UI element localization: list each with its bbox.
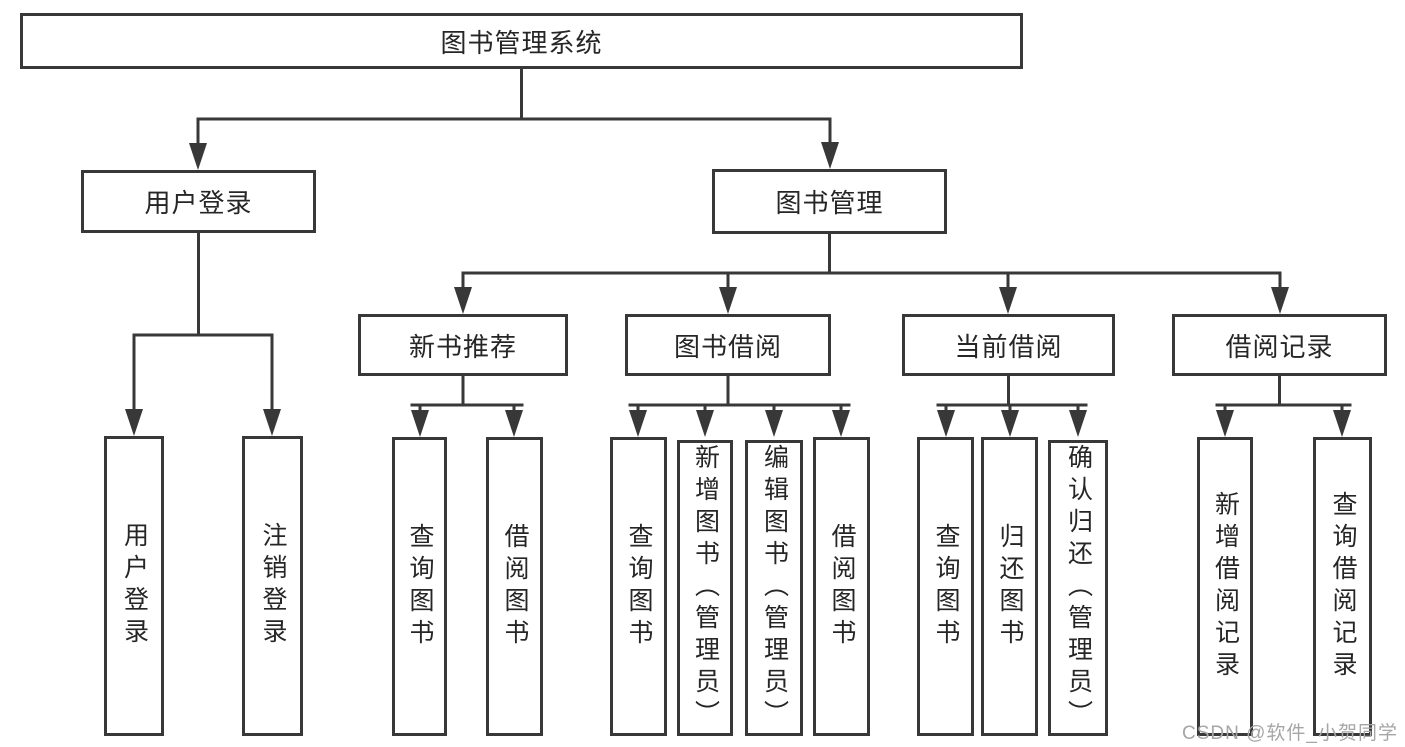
node-label: 借阅图书 [501, 522, 529, 651]
node-label: 查询借阅记录 [1329, 490, 1357, 683]
leaf-user-login: 用户登录 [104, 436, 164, 736]
leaf-borrow-add-books-admin: 新增图书（管理员） [677, 440, 733, 736]
connector-arrowheads [125, 142, 1351, 437]
node-label: 用户登录 [120, 522, 149, 650]
leaf-newbooks-borrow-books: 借阅图书 [486, 437, 543, 736]
node-label: 查询图书 [932, 522, 960, 651]
node-book-borrow: 图书借阅 [625, 314, 831, 376]
node-label: 编辑图书（管理员） [760, 444, 789, 732]
node-label: 查询图书 [625, 522, 653, 651]
node-new-book-recommend: 新书推荐 [358, 314, 568, 376]
node-label: 当前借阅 [954, 331, 1063, 362]
leaf-borrow-edit-books-admin: 编辑图书（管理员） [745, 440, 803, 736]
node-user-login: 用户登录 [81, 170, 316, 233]
node-label: 图书管理系统 [440, 27, 603, 58]
node-label: 图书管理 [775, 188, 884, 218]
leaf-current-confirm-return-admin: 确认归还（管理员） [1048, 440, 1108, 736]
node-label: 借阅记录 [1225, 331, 1334, 362]
leaf-logout: 注销登录 [242, 436, 303, 736]
node-current-borrow: 当前借阅 [902, 314, 1115, 376]
leaf-newbooks-query-books: 查询图书 [392, 437, 447, 736]
node-label: 确认归还（管理员） [1064, 444, 1093, 732]
leaf-borrow-query-books: 查询图书 [610, 437, 667, 736]
node-label: 注销登录 [259, 522, 287, 650]
node-label: 新增借阅记录 [1211, 490, 1240, 683]
leaf-records-add-record: 新增借阅记录 [1197, 437, 1253, 736]
node-label: 借阅图书 [828, 522, 856, 651]
leaf-current-return-books: 归还图书 [981, 437, 1038, 736]
node-library-system: 图书管理系统 [20, 13, 1023, 69]
node-label: 查询图书 [406, 522, 434, 651]
leaf-current-query-books: 查询图书 [917, 437, 974, 736]
node-label: 图书借阅 [673, 331, 782, 362]
leaf-records-query-record: 查询借阅记录 [1313, 437, 1372, 736]
node-borrow-records: 借阅记录 [1172, 314, 1387, 376]
node-label: 归还图书 [996, 522, 1024, 651]
node-label: 用户登录 [144, 188, 253, 218]
node-label: 新增图书（管理员） [691, 444, 720, 732]
node-book-management: 图书管理 [712, 169, 947, 234]
node-label: 新书推荐 [408, 331, 517, 362]
leaf-borrow-borrow-books: 借阅图书 [813, 437, 870, 736]
